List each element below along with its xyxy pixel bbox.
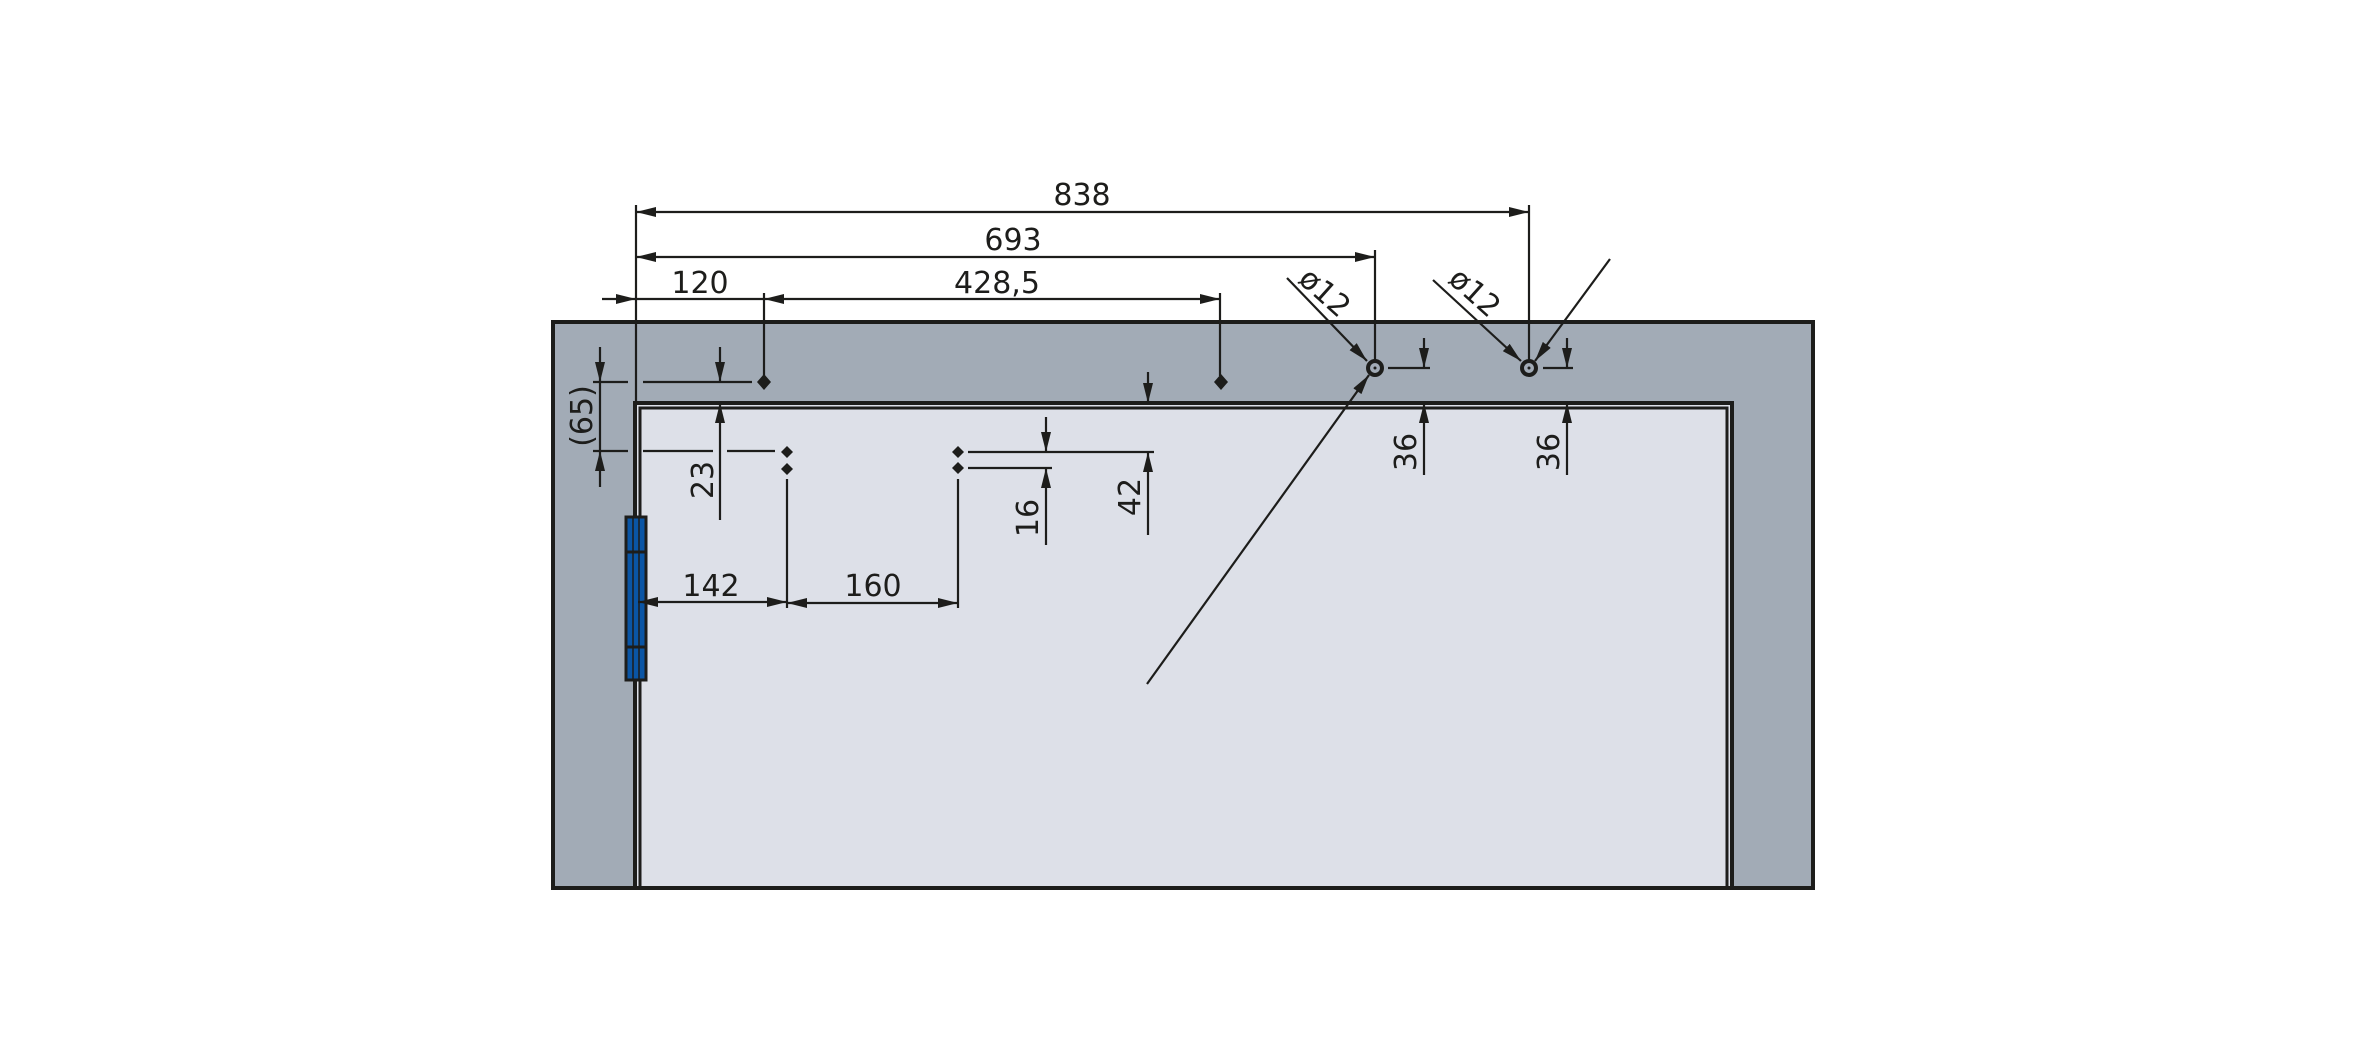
- dim-36-a: [1388, 338, 1430, 475]
- dim-4285-label: 428,5: [954, 266, 1040, 301]
- dim-160-label: 160: [844, 569, 901, 604]
- dim-16-label: 16: [1011, 499, 1046, 537]
- leader-long: [1146, 374, 1370, 685]
- dim-120: [602, 293, 766, 376]
- hole-marker: [1214, 374, 1228, 390]
- hole-dia12-1: [1366, 359, 1384, 377]
- dim-65-label: (65): [565, 385, 600, 447]
- dim-4285: [764, 293, 1222, 376]
- dim-23-label: 23: [686, 461, 721, 499]
- door-hole-marker: [952, 446, 964, 458]
- dim-dia12-2-label: ø12: [1442, 261, 1507, 325]
- dim-120-label: 120: [671, 266, 728, 301]
- door-hole-marker: [952, 462, 964, 474]
- hole-dia12-2: [1520, 359, 1538, 377]
- hinge-icon: [624, 515, 648, 682]
- dim-dia12-1-label: ø12: [1292, 261, 1357, 325]
- dim-142-label: 142: [682, 569, 739, 604]
- door-hole-marker: [781, 463, 793, 475]
- leader-dia12-1: [1286, 277, 1368, 362]
- dim-693-label: 693: [984, 223, 1041, 258]
- leader-dia12-2: [1432, 279, 1522, 362]
- dim-36-b: [1543, 338, 1573, 475]
- dim-36-a-label: 36: [1389, 433, 1424, 471]
- dim-838: [636, 205, 1531, 362]
- door-hole-marker: [781, 446, 793, 458]
- hole-marker: [757, 374, 771, 390]
- dim-65: [593, 347, 775, 487]
- dim-838-label: 838: [1053, 178, 1110, 213]
- dim-42-label: 42: [1113, 478, 1148, 516]
- door-panel: [633, 401, 1734, 890]
- leader-right: [1534, 258, 1611, 362]
- dim-693: [636, 250, 1377, 362]
- dim-36-b-label: 36: [1532, 433, 1567, 471]
